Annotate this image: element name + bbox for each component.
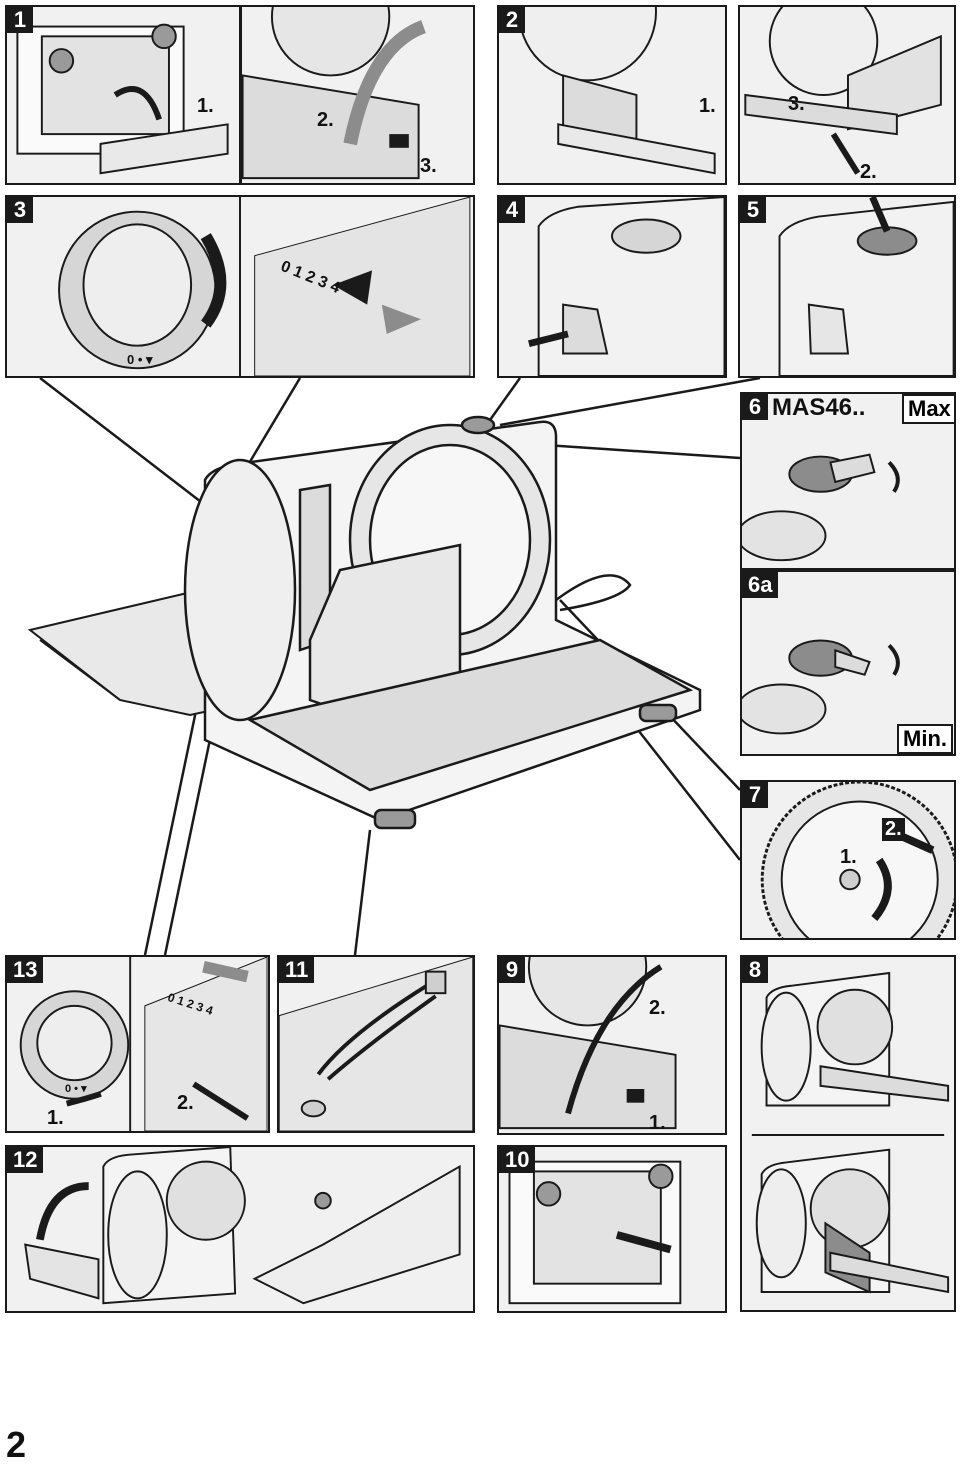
step-label: 1. bbox=[47, 1107, 64, 1129]
food-pusher-disk bbox=[183, 458, 297, 722]
model-number: MAS46.. bbox=[772, 394, 866, 421]
step-label: 2. bbox=[317, 109, 334, 131]
panel-12-close-lid: 12 bbox=[5, 1145, 475, 1313]
panel-2-drawing bbox=[518, 7, 716, 175]
panel-10-remove-tray: 10 bbox=[497, 1145, 727, 1313]
panel-4-drawing bbox=[528, 197, 725, 376]
step-label: 2. bbox=[649, 997, 666, 1019]
panel-2b-drawing bbox=[744, 7, 942, 175]
panel-number: 13 bbox=[7, 957, 44, 983]
panel-number: 12 bbox=[7, 1147, 44, 1173]
panel-1b-fold-platform: 2. 3. bbox=[240, 5, 475, 185]
slicer-base-tray bbox=[27, 588, 262, 717]
page-number: 2 bbox=[6, 1424, 27, 1465]
panel-number: 11 bbox=[279, 957, 315, 983]
panel-number: 7 bbox=[742, 782, 768, 808]
panel-2b-attach-guard: 3. 2. bbox=[738, 5, 956, 185]
panel-number: 6a bbox=[742, 572, 779, 598]
panel-13-reset-dial: 13 0 • ▾ 0 1 2 3 4 1. 2. bbox=[5, 955, 270, 1133]
panel-number: 10 bbox=[499, 1147, 536, 1173]
panel-number: 8 bbox=[742, 957, 768, 983]
panel-5-drawing bbox=[778, 197, 954, 376]
panel-4-power-switch: 4 bbox=[497, 195, 727, 378]
panel-12-drawing bbox=[24, 1147, 461, 1305]
panel-6-max-speed: 6 MAS46.. Max bbox=[740, 392, 956, 570]
panel-number: 5 bbox=[740, 197, 766, 223]
panel-11-drawing bbox=[279, 957, 473, 1131]
panel-3-thickness-dial: 3 0 • ▾ 0 1 2 3 4 bbox=[5, 195, 475, 378]
panel-10-drawing bbox=[508, 1160, 682, 1305]
panel-1-drawing bbox=[16, 23, 229, 175]
panel-6-drawing bbox=[742, 453, 900, 562]
max-label: Max bbox=[902, 394, 954, 424]
panel-number: 1 bbox=[7, 7, 33, 33]
panel-number: 3 bbox=[7, 197, 33, 223]
step-label: 1. bbox=[197, 95, 214, 117]
step-label: 1. bbox=[699, 95, 716, 117]
panel-1b-drawing bbox=[242, 7, 427, 180]
step-label: 2. bbox=[860, 161, 877, 183]
dial-markings: 0 • ▾ bbox=[127, 352, 153, 367]
step-label: 3. bbox=[420, 155, 437, 177]
step-label: 3. bbox=[788, 93, 805, 115]
panel-3-drawing bbox=[58, 197, 471, 376]
panel-1-insert-tray: 1 1. bbox=[5, 5, 241, 185]
panel-11-cord-storage: 11 bbox=[277, 955, 475, 1133]
panel-6a-drawing bbox=[742, 639, 900, 735]
callout-lines bbox=[39, 376, 761, 956]
panel-number: 2 bbox=[499, 7, 525, 33]
panel-number: 4 bbox=[499, 197, 525, 223]
panel-5-press-button: 5 bbox=[738, 195, 956, 378]
step-label: 2. bbox=[882, 818, 905, 841]
panel-9-drawing bbox=[499, 957, 677, 1130]
dial-markings: 0 • ▾ bbox=[65, 1083, 87, 1095]
step-label: 1. bbox=[840, 846, 857, 868]
panel-6a-min-speed: 6a Min. bbox=[740, 570, 956, 756]
panel-7-remove-blade: 7 1. 2. bbox=[740, 780, 956, 940]
panel-number: 6 bbox=[742, 394, 768, 420]
panel-8-clean-parts: 8 bbox=[740, 955, 956, 1312]
step-label: 2. bbox=[177, 1092, 194, 1114]
min-label: Min. bbox=[897, 724, 953, 754]
panel-number: 9 bbox=[499, 957, 525, 983]
panel-9-fold-up: 9 2. 1. bbox=[497, 955, 727, 1135]
panel-13-drawing bbox=[19, 957, 268, 1131]
panel-2-install-pusher: 2 1. bbox=[497, 5, 727, 185]
panel-8-drawing bbox=[751, 971, 950, 1294]
step-label: 1. bbox=[649, 1112, 666, 1134]
slicer-body bbox=[203, 415, 702, 830]
